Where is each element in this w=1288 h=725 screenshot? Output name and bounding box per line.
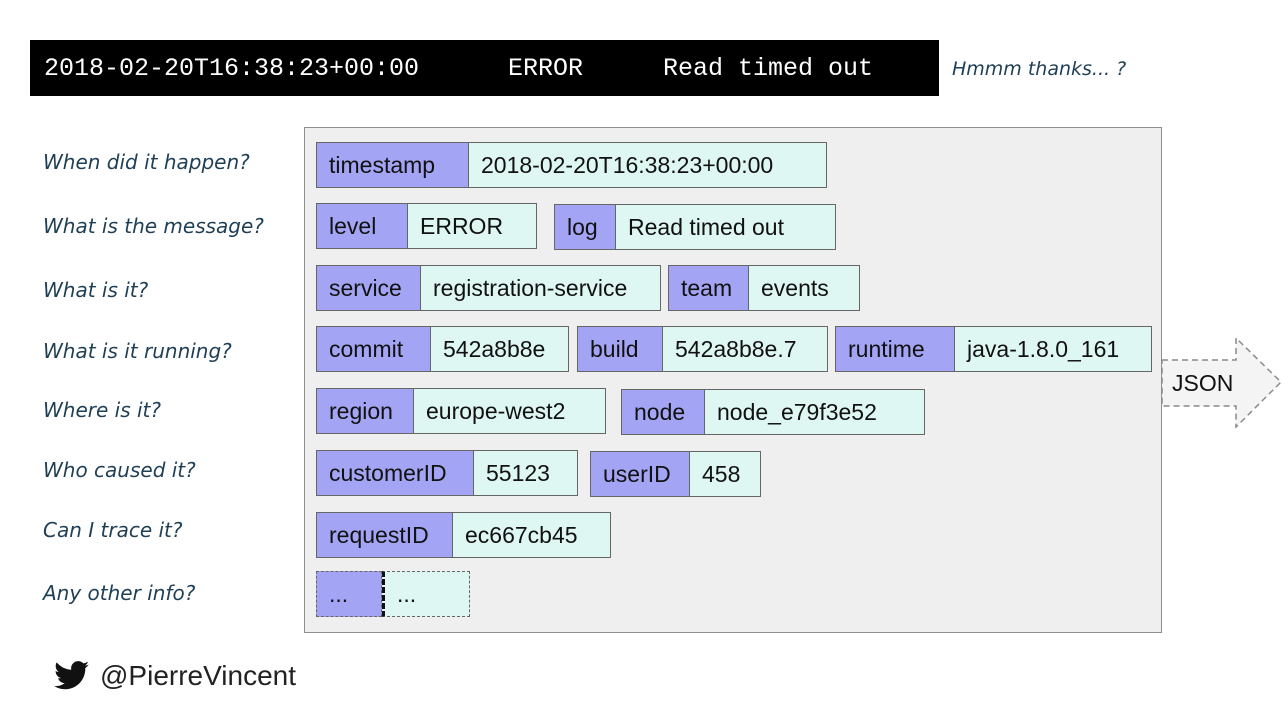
- field-key: node: [621, 389, 705, 435]
- field-team: team events: [668, 265, 860, 311]
- field-commit: commit 542a8b8e: [316, 326, 569, 372]
- field-requestID: requestID ec667cb45: [316, 512, 611, 558]
- field-key: build: [577, 326, 663, 372]
- field-value: ERROR: [408, 203, 537, 249]
- json-label: JSON: [1172, 370, 1234, 396]
- question-running: What is it running?: [43, 339, 232, 363]
- question-other: Any other info?: [43, 581, 196, 605]
- footer: @PierreVincent: [54, 660, 296, 692]
- log-level: ERROR: [508, 53, 584, 83]
- twitter-handle: @PierreVincent: [100, 660, 296, 691]
- json-arrow: [1161, 336, 1283, 429]
- field-service: service registration-service: [316, 265, 661, 311]
- field-node: node node_e79f3e52: [621, 389, 925, 435]
- field-key: service: [316, 265, 421, 311]
- field-value: ec667cb45: [453, 512, 611, 558]
- field-runtime: runtime java-1.8.0_161: [835, 326, 1152, 372]
- field-key: ...: [316, 571, 382, 617]
- field-value: 2018-02-20T16:38:23+00:00: [469, 142, 827, 188]
- question-message: What is the message?: [43, 214, 264, 238]
- field-value: node_e79f3e52: [705, 389, 925, 435]
- field-value: ...: [382, 571, 470, 617]
- field-key: log: [554, 204, 616, 250]
- field-key: runtime: [835, 326, 955, 372]
- aside-comment: Hmmm thanks... ?: [952, 58, 1127, 80]
- field-log: log Read timed out: [554, 204, 836, 250]
- question-when: When did it happen?: [43, 150, 250, 174]
- field-region: region europe-west2: [316, 388, 606, 434]
- field-key: customerID: [316, 450, 474, 496]
- field-timestamp: timestamp 2018-02-20T16:38:23+00:00: [316, 142, 827, 188]
- field-key: timestamp: [316, 142, 469, 188]
- field-userID: userID 458: [590, 451, 761, 497]
- twitter-bird-icon: [54, 661, 89, 690]
- field-value: java-1.8.0_161: [955, 326, 1152, 372]
- field-key: commit: [316, 326, 431, 372]
- field-value: events: [749, 265, 860, 311]
- question-where: Where is it?: [43, 398, 161, 422]
- question-what: What is it?: [43, 278, 149, 302]
- field-key: team: [668, 265, 749, 311]
- field-key: userID: [590, 451, 690, 497]
- question-who: Who caused it?: [43, 458, 196, 482]
- field-level: level ERROR: [316, 203, 537, 249]
- field-key: region: [316, 388, 414, 434]
- field-other: ... ...: [316, 571, 470, 617]
- field-value: europe-west2: [414, 388, 606, 434]
- field-customerID: customerID 55123: [316, 450, 578, 496]
- log-message: Read timed out: [663, 53, 874, 83]
- question-trace: Can I trace it?: [43, 518, 183, 542]
- field-value: 542a8b8e: [431, 326, 569, 372]
- field-value: Read timed out: [616, 204, 836, 250]
- field-key: level: [316, 203, 408, 249]
- field-value: 458: [690, 451, 761, 497]
- field-value: 542a8b8e.7: [663, 326, 828, 372]
- raw-log-line: 2018-02-20T16:38:23+00:00 ERROR Read tim…: [30, 40, 939, 96]
- field-value: registration-service: [421, 265, 661, 311]
- field-build: build 542a8b8e.7: [577, 326, 828, 372]
- field-key: requestID: [316, 512, 453, 558]
- log-timestamp: 2018-02-20T16:38:23+00:00: [44, 53, 420, 83]
- field-value: 55123: [474, 450, 578, 496]
